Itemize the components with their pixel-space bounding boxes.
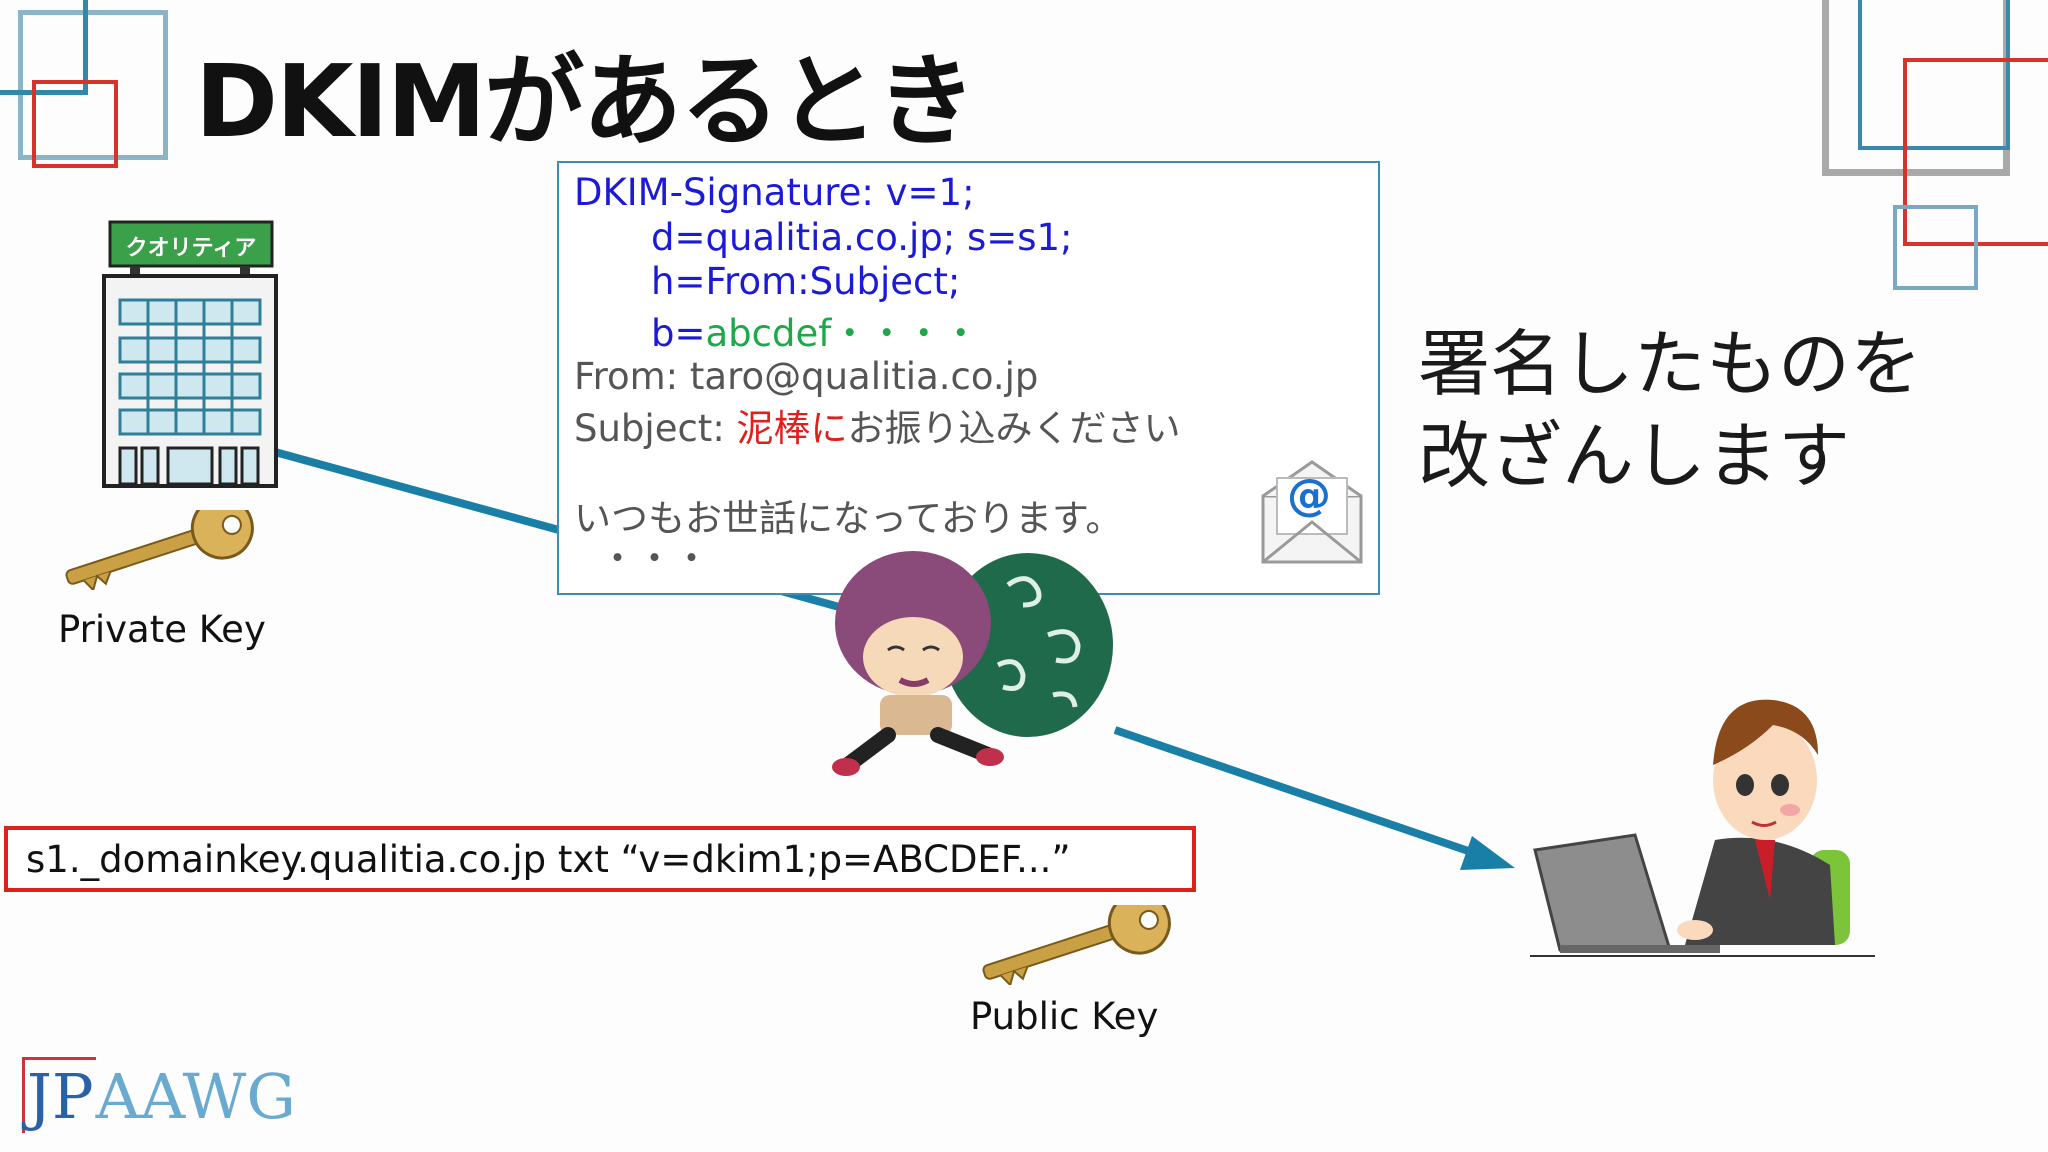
private-key-label: Private Key bbox=[58, 608, 266, 651]
tamper-description: 署名したものを 改ざんします bbox=[1418, 318, 1922, 502]
company-building: クオリティア bbox=[100, 220, 280, 490]
page-title: DKIMがあるとき bbox=[195, 43, 976, 160]
deco-square bbox=[18, 10, 168, 160]
envelope-icon: @ bbox=[1259, 458, 1367, 566]
deco-square bbox=[0, 0, 88, 95]
body-line: いつもお世話になっております。 bbox=[574, 497, 1123, 540]
dkim-signature-header: DKIM-Signature: v=1; bbox=[574, 171, 975, 214]
subject-prefix: Subject: bbox=[574, 407, 737, 450]
at-symbol: @ bbox=[1287, 470, 1331, 521]
dns-record-text: s1._domainkey.qualitia.co.jp txt “v=dkim… bbox=[26, 838, 1071, 881]
logo-aawg: AAWG bbox=[95, 1060, 296, 1133]
tamper-text-line2: 改ざんします bbox=[1418, 414, 1851, 498]
recipient-user-illustration bbox=[1530, 699, 1875, 957]
body-dots: ・・・ bbox=[599, 537, 710, 580]
dkim-signature-headers: h=From:Subject; bbox=[651, 260, 961, 303]
jpaawg-logo: JPAAWG bbox=[22, 1057, 296, 1133]
thief-illustration bbox=[832, 551, 1113, 776]
subject-line: Subject: 泥棒にお振り込みください bbox=[574, 398, 1181, 452]
public-key-label: Public Key bbox=[970, 995, 1159, 1038]
deco-square bbox=[32, 80, 118, 168]
tamper-text-line1: 署名したものを bbox=[1418, 322, 1923, 406]
deco-square bbox=[1893, 205, 1978, 290]
email-message-box: DKIM-Signature: v=1; d=qualitia.co.jp; s… bbox=[557, 161, 1380, 595]
deco-square bbox=[1858, 0, 2010, 150]
from-line: From: taro@qualitia.co.jp bbox=[574, 355, 1039, 398]
dkim-signature-body-hash: b=abcdef・・・・ bbox=[651, 303, 979, 357]
subject-rest: お振り込みください bbox=[847, 407, 1181, 450]
dns-record-box: s1._domainkey.qualitia.co.jp txt “v=dkim… bbox=[4, 826, 1196, 892]
private-key-icon bbox=[65, 510, 254, 590]
sig-b-value: abcdef・・・・ bbox=[705, 312, 980, 355]
public-key-icon bbox=[982, 905, 1171, 985]
dkim-signature-domain: d=qualitia.co.jp; s=s1; bbox=[651, 216, 1073, 259]
subject-tampered-text: 泥棒に bbox=[736, 407, 848, 450]
logo-jp: JP bbox=[22, 1057, 96, 1133]
building-icon bbox=[102, 220, 278, 488]
sig-b-prefix: b= bbox=[651, 312, 706, 355]
company-sign-label: クオリティア bbox=[125, 236, 257, 261]
